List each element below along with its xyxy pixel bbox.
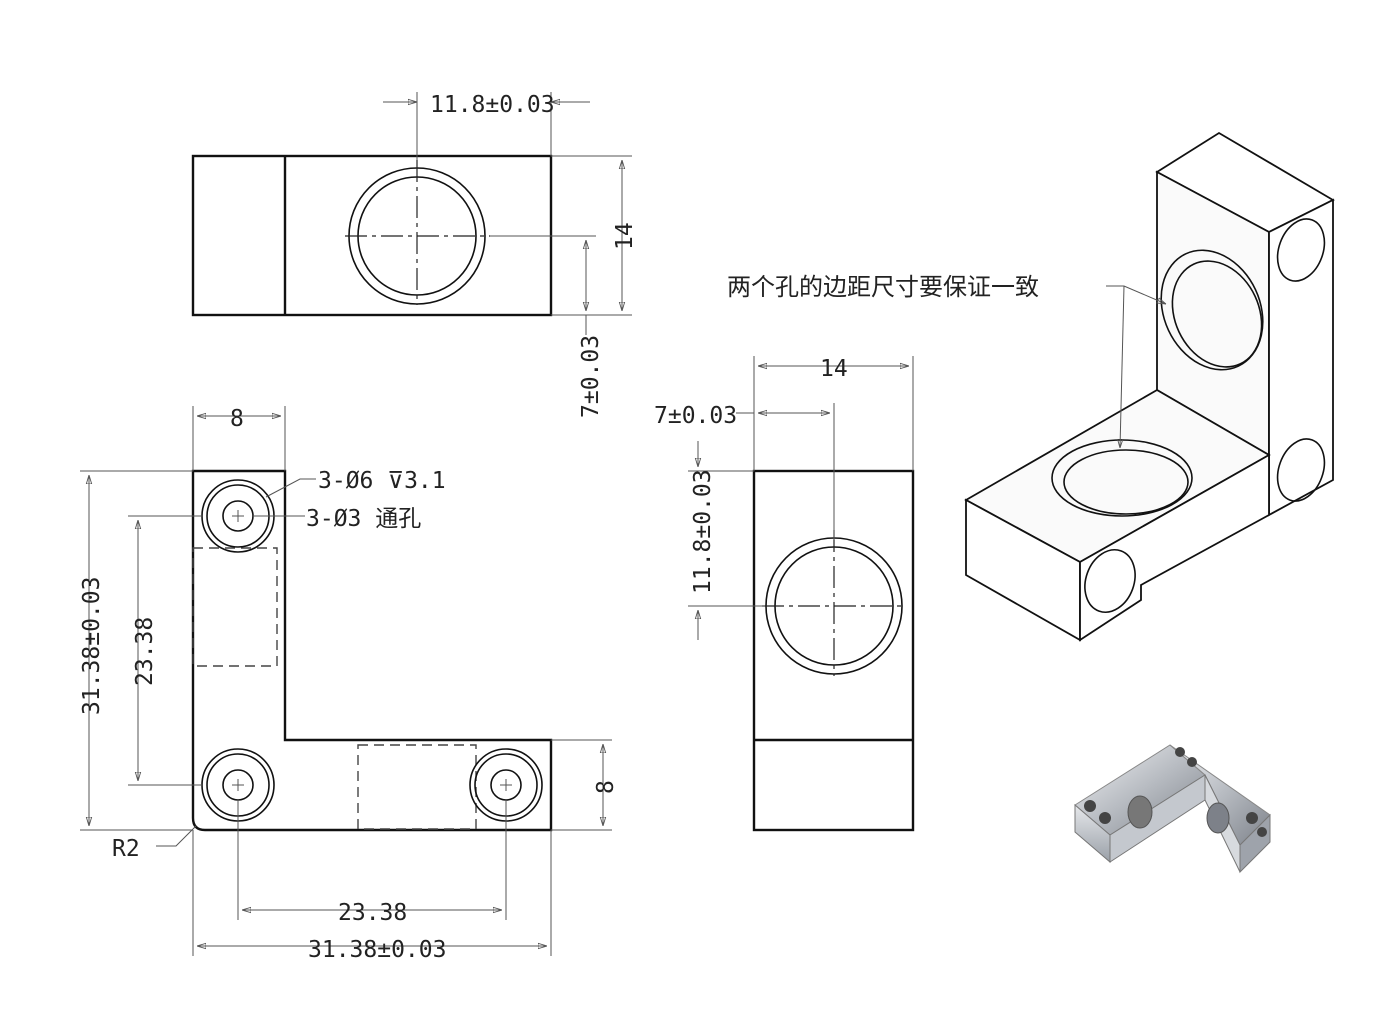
plan-view-dim-overall-horizontal: 31.38±0.03 bbox=[308, 937, 446, 963]
plan-view-dim-leg-width-right: 8 bbox=[593, 780, 619, 794]
plan-view-callout-counterbore: 3-Ø6 ⊽3.1 bbox=[318, 468, 446, 494]
side-view-dim-width: 14 bbox=[820, 356, 848, 382]
iso-note-leader-2 bbox=[1120, 285, 1125, 448]
iso-view: 两个孔的边距尺寸要保证一致 bbox=[727, 131, 1335, 642]
iso-hole-side-bottom bbox=[1276, 438, 1326, 502]
iso-hole-vertical-face bbox=[1160, 249, 1264, 371]
plan-view-hidden-vertical bbox=[192, 547, 278, 667]
iso-hole-horizontal-face-inner bbox=[1063, 449, 1189, 515]
plan-view-callout-leader-1 bbox=[265, 478, 316, 498]
plan-view-dim-hole-spacing-vertical: 23.38 bbox=[132, 617, 158, 686]
photo-hole-3 bbox=[1175, 747, 1185, 757]
top-view: 11.8±0.03 14 7±0.03 bbox=[191, 92, 638, 418]
photo-hole-1 bbox=[1084, 800, 1096, 812]
top-view-dim-hole-offset: 7±0.03 bbox=[578, 335, 604, 418]
plan-view: 8 3-Ø6 ⊽3.1 3-Ø3 通孔 31.38±0.03 23.38 8 R… bbox=[79, 406, 619, 963]
part-photo bbox=[1074, 744, 1271, 874]
top-view-dim-hole-position: 11.8±0.03 bbox=[430, 92, 555, 118]
photo-hole-6 bbox=[1257, 827, 1267, 837]
iso-note: 两个孔的边距尺寸要保证一致 bbox=[727, 273, 1039, 301]
iso-horizontal-side bbox=[1079, 453, 1270, 642]
photo-hole-4 bbox=[1187, 757, 1197, 767]
iso-hole-side-top bbox=[1276, 218, 1326, 282]
iso-hole-front-end bbox=[1084, 549, 1136, 613]
side-view-dim-hole-offset: 7±0.03 bbox=[654, 403, 737, 429]
side-view: 14 7±0.03 11.8±0.03 bbox=[654, 356, 915, 832]
photo-large-hole-b bbox=[1206, 802, 1230, 834]
plan-view-radius-leader bbox=[156, 825, 197, 847]
photo-hole-2 bbox=[1099, 812, 1111, 824]
iso-hole-vertical-face-inner bbox=[1171, 260, 1263, 368]
plan-view-callout-through: 3-Ø3 通孔 bbox=[306, 506, 421, 532]
plan-view-dim-leg-width-top: 8 bbox=[230, 406, 244, 432]
plan-view-hidden-horizontal bbox=[357, 744, 477, 830]
plan-view-outline bbox=[191, 469, 553, 832]
iso-vertical-side bbox=[1268, 198, 1334, 517]
plan-view-dim-overall-vertical: 31.38±0.03 bbox=[79, 577, 105, 715]
photo-hole-5 bbox=[1246, 812, 1258, 824]
top-view-dim-height: 14 bbox=[612, 222, 638, 250]
photo-large-hole-a bbox=[1127, 795, 1153, 829]
plan-view-dim-hole-spacing-horizontal: 23.38 bbox=[338, 900, 407, 926]
plan-view-dim-radius: R2 bbox=[112, 836, 140, 862]
side-view-dim-hole-height: 11.8±0.03 bbox=[690, 469, 716, 594]
